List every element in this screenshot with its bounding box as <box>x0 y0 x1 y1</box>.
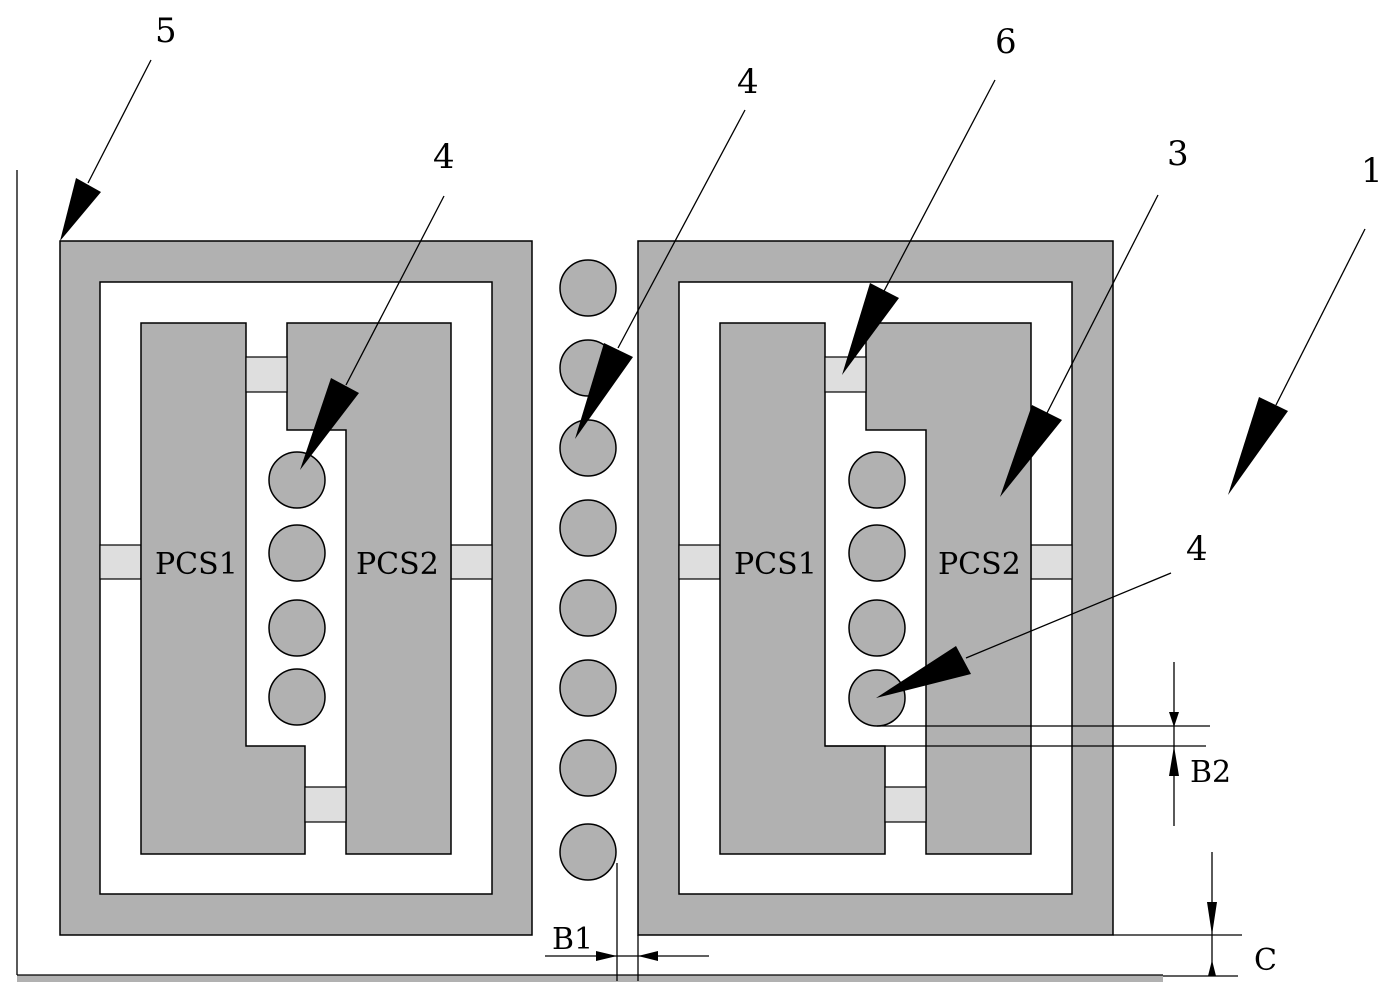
outer-enclosure <box>16 170 1163 982</box>
center-circles <box>559 259 617 881</box>
leader-4-left: 4 <box>300 137 455 470</box>
left-pcs1-label: PCS1 <box>155 547 238 582</box>
leader-4-center: 4 <box>575 62 759 439</box>
right-pcs1-label: PCS1 <box>734 547 817 582</box>
left-inner-circle <box>268 668 326 726</box>
left-inner-circles <box>268 451 326 726</box>
right-bar-right <box>1030 544 1073 580</box>
center-circle <box>559 659 617 717</box>
right-pcs2-label: PCS2 <box>938 547 1021 582</box>
label-1: 1 <box>1361 151 1383 191</box>
right-pcs2-block <box>865 322 1032 855</box>
label-5: 5 <box>155 11 177 51</box>
right-inner-circle <box>848 451 906 509</box>
left-bar-bottom <box>304 786 347 823</box>
right-inner-circle <box>848 524 906 582</box>
dimension-b1-label: B1 <box>552 922 593 957</box>
left-bar-left <box>99 544 142 580</box>
right-bar-top <box>824 356 867 393</box>
leader-3: 3 <box>1000 134 1189 497</box>
label-4-center: 4 <box>737 62 759 102</box>
center-circle <box>559 259 617 317</box>
left-pcs2-label: PCS2 <box>356 547 439 582</box>
center-circle <box>559 739 617 797</box>
dimension-b2: B2 <box>825 662 1231 826</box>
right-inner-circle <box>848 669 906 727</box>
label-4-right: 4 <box>1186 529 1208 569</box>
leader-5: 5 <box>60 11 177 241</box>
dimension-b2-label: B2 <box>1190 755 1231 790</box>
leader-6: 6 <box>842 22 1017 375</box>
left-bar-right <box>450 544 493 580</box>
leader-1: 1 <box>1228 151 1383 495</box>
label-4-left: 4 <box>433 137 455 177</box>
right-bar-left <box>678 544 721 580</box>
center-circle <box>559 499 617 557</box>
label-6: 6 <box>995 22 1017 62</box>
center-circle <box>559 823 617 881</box>
left-bar-top <box>245 356 288 393</box>
left-inner-circle <box>268 524 326 582</box>
left-pcs2-block <box>286 322 452 855</box>
label-3: 3 <box>1167 134 1189 174</box>
right-inner-circle <box>848 599 906 657</box>
right-inner-circles <box>848 451 906 727</box>
right-bar-bottom <box>884 786 927 823</box>
left-inner-circle <box>268 599 326 657</box>
right-cabinet: PCS1 PCS2 <box>637 240 1114 936</box>
dimension-c-label: C <box>1254 943 1277 978</box>
left-cabinet: PCS1 PCS2 <box>59 240 533 936</box>
dimension-b1: B1 <box>545 863 709 981</box>
dimension-c: C <box>1113 852 1277 978</box>
center-circle <box>559 419 617 477</box>
leader-4-right: 4 <box>876 529 1208 698</box>
center-circle <box>559 579 617 637</box>
left-inner-circle <box>268 451 326 509</box>
left-pcs1-block <box>140 322 306 855</box>
